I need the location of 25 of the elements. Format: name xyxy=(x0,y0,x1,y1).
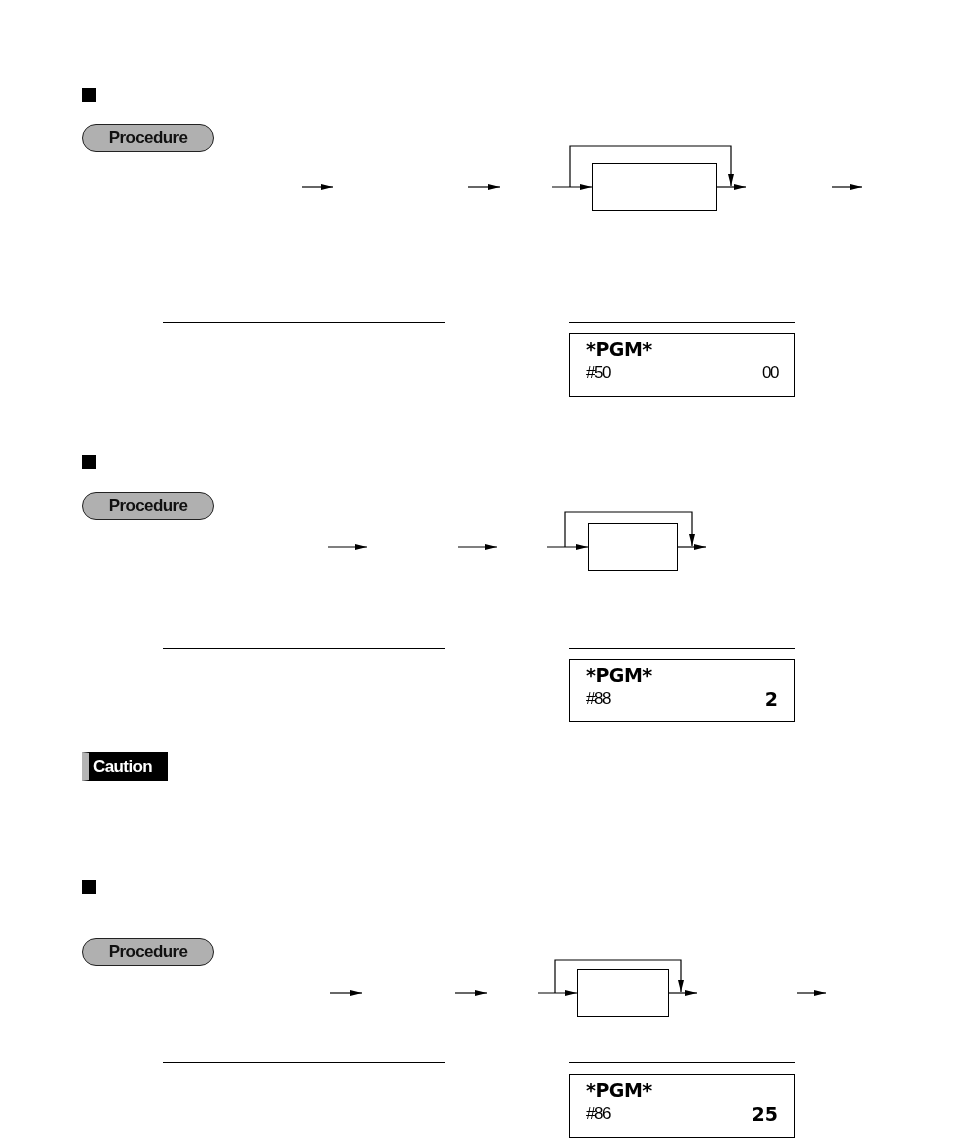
arrow xyxy=(668,990,698,996)
receipt-printout xyxy=(569,333,795,397)
program-code: #88 xyxy=(586,688,610,710)
procedure-tag: Procedure xyxy=(82,938,214,966)
arrow xyxy=(716,184,747,190)
receipt-printout xyxy=(569,1074,795,1138)
caution-tag: Caution xyxy=(82,752,168,781)
receipt-header: *PGM* xyxy=(586,338,652,360)
program-value: 25 xyxy=(751,1103,778,1125)
key-box xyxy=(592,163,717,211)
program-code: #50 xyxy=(586,362,610,384)
arrow xyxy=(546,544,589,550)
program-code: #86 xyxy=(586,1103,610,1125)
procedure-tag: Procedure xyxy=(82,492,214,520)
key-box xyxy=(588,523,678,571)
procedure-tag: Procedure xyxy=(82,124,214,152)
receipt-printout xyxy=(569,659,795,722)
receipt-header: *PGM* xyxy=(586,664,652,686)
key-box xyxy=(577,969,669,1017)
receipt-header: *PGM* xyxy=(586,1079,652,1101)
arrow xyxy=(551,184,593,190)
program-value: 00 xyxy=(762,362,778,384)
arrow xyxy=(537,990,578,996)
program-value: 2 xyxy=(764,688,778,710)
arrow xyxy=(677,544,707,550)
